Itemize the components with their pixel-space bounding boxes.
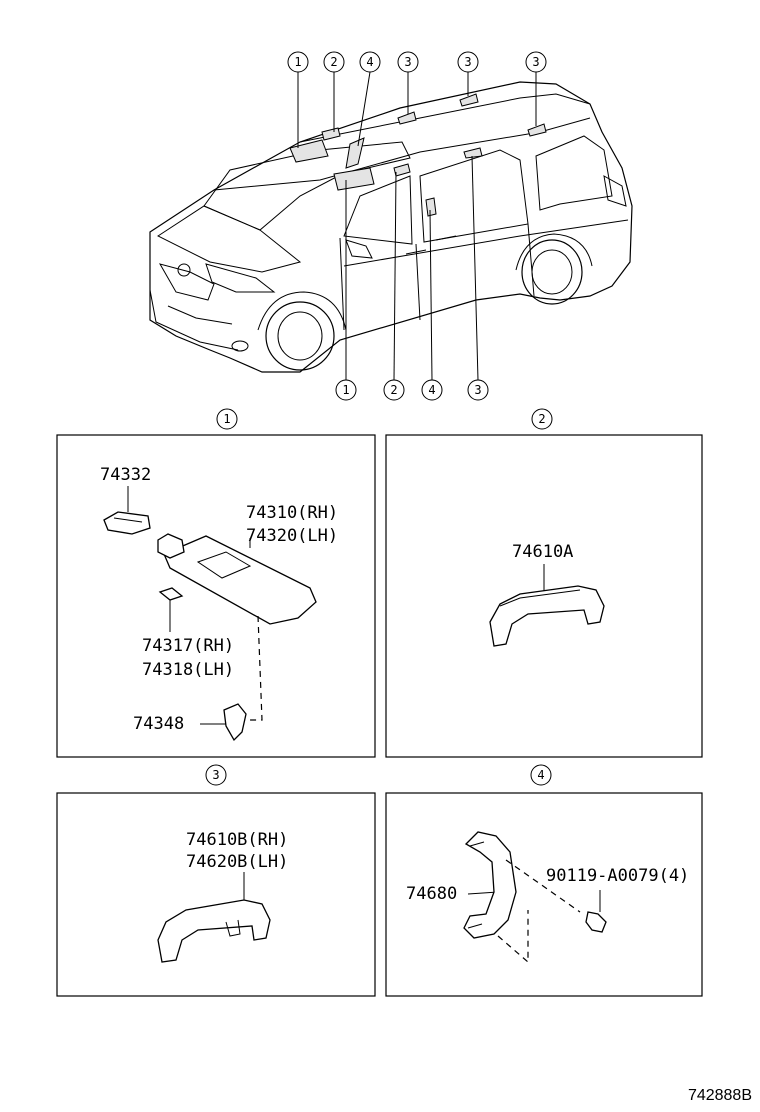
overview-callouts-bottom: 1 2 4 3: [335, 379, 489, 401]
visor-clip-part: [158, 587, 184, 601]
visor-mount-part: [157, 533, 185, 559]
svg-text:4: 4: [366, 55, 373, 69]
svg-text:4: 4: [428, 383, 435, 397]
svg-text:2: 2: [330, 55, 337, 69]
svg-text:1: 1: [342, 383, 349, 397]
part-label: 74620B(LH): [186, 852, 288, 872]
figure-id: 742888B: [688, 1087, 752, 1104]
svg-text:3: 3: [212, 768, 219, 782]
callout-circle: 3: [457, 51, 479, 73]
vehicle-illustration: [149, 81, 633, 373]
part-label: 74610B(RH): [186, 830, 288, 850]
part-label: 74317(RH): [142, 636, 234, 656]
part-label: 74320(LH): [246, 526, 338, 546]
panel-number-circle: 1: [216, 408, 238, 430]
assist-grip-vertical-part: [463, 831, 517, 939]
panel-2: 2 74610A: [385, 408, 703, 758]
overview-leader-lines: [297, 71, 537, 381]
callout-circle: 2: [323, 51, 345, 73]
callout-circle: 4: [359, 51, 381, 73]
callout-circle: 4: [421, 379, 443, 401]
panel-number-circle: 2: [531, 408, 553, 430]
svg-text:3: 3: [532, 55, 539, 69]
overview-callouts-top: 1 2 4 3 3 3: [287, 51, 547, 73]
callout-circle: 1: [335, 379, 357, 401]
screw-part: [585, 911, 607, 933]
assist-grip-part: [489, 585, 605, 647]
part-label: 74310(RH): [246, 503, 338, 523]
svg-text:2: 2: [390, 383, 397, 397]
svg-text:2: 2: [538, 412, 545, 426]
part-label: 74318(LH): [142, 660, 234, 680]
part-label: 74610A: [512, 542, 573, 562]
sun-visor-part: [163, 535, 317, 625]
svg-text:1: 1: [223, 412, 230, 426]
svg-text:1: 1: [294, 55, 301, 69]
part-label: 74348: [133, 714, 184, 734]
callout-circle: 2: [383, 379, 405, 401]
callout-circle: 3: [467, 379, 489, 401]
svg-text:4: 4: [537, 768, 544, 782]
visor-holder-part: [103, 511, 151, 535]
visor-hook-part: [223, 703, 247, 742]
callout-circle: 1: [287, 51, 309, 73]
panel-number-circle: 4: [530, 764, 552, 786]
svg-text:3: 3: [474, 383, 481, 397]
part-label: 74680: [406, 884, 457, 904]
svg-text:3: 3: [404, 55, 411, 69]
panel-1: 1 74332 74310(RH) 74320(LH) 74317(RH) 74…: [56, 408, 376, 758]
panel-frame: [56, 792, 376, 997]
panel-4: 4 74680 90119-A0079(4): [385, 764, 703, 997]
panel-frame: [385, 792, 703, 997]
part-label: 90119-A0079(4): [546, 866, 689, 886]
callout-circle: 3: [397, 51, 419, 73]
panel-frame: [56, 434, 376, 758]
part-label: 74332: [100, 465, 151, 485]
assist-grip-rh-lh-part: [157, 899, 271, 963]
svg-text:3: 3: [464, 55, 471, 69]
panel-frame: [385, 434, 703, 758]
panel-number-circle: 3: [205, 764, 227, 786]
panel-3: 3 74610B(RH) 74620B(LH): [56, 764, 376, 997]
callout-circle: 3: [525, 51, 547, 73]
